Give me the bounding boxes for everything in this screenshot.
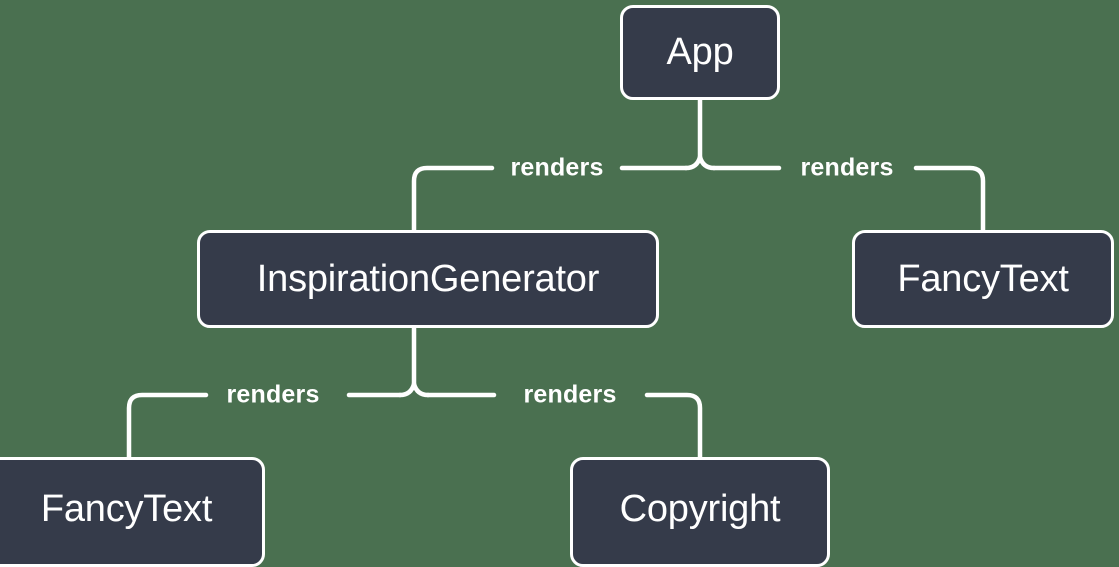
node-fancy-text-right[interactable]: FancyText (852, 230, 1114, 328)
edge-label-inspiration-generator-to-fancy-text: renders (226, 380, 320, 409)
node-copyright-label: Copyright (619, 487, 781, 530)
edge-rail-lower-left-b (126, 392, 209, 460)
node-app[interactable]: App (620, 5, 780, 100)
edge-app-junction (683, 154, 717, 171)
edge-label-app-to-fancy-text-right: renders (800, 153, 894, 182)
edge-ig-junction (397, 381, 431, 398)
node-copyright[interactable]: Copyright (570, 457, 830, 567)
edge-rail-right-b (913, 165, 986, 233)
node-inspiration-generator-label: InspirationGenerator (256, 257, 600, 300)
node-fancy-text-bottom-label: FancyText (40, 487, 213, 530)
edge-label-inspiration-generator-to-copyright: renders (523, 380, 617, 409)
node-fancy-text-right-label: FancyText (897, 257, 1069, 300)
node-fancy-text-bottom[interactable]: FancyText (0, 457, 265, 567)
edge-rail-left-b (411, 165, 495, 233)
edge-rail-lower-right-b (644, 392, 703, 460)
node-inspiration-generator[interactable]: InspirationGenerator (197, 230, 659, 328)
node-app-label: App (666, 31, 734, 73)
edge-label-app-to-inspiration-generator: renders (510, 153, 604, 182)
